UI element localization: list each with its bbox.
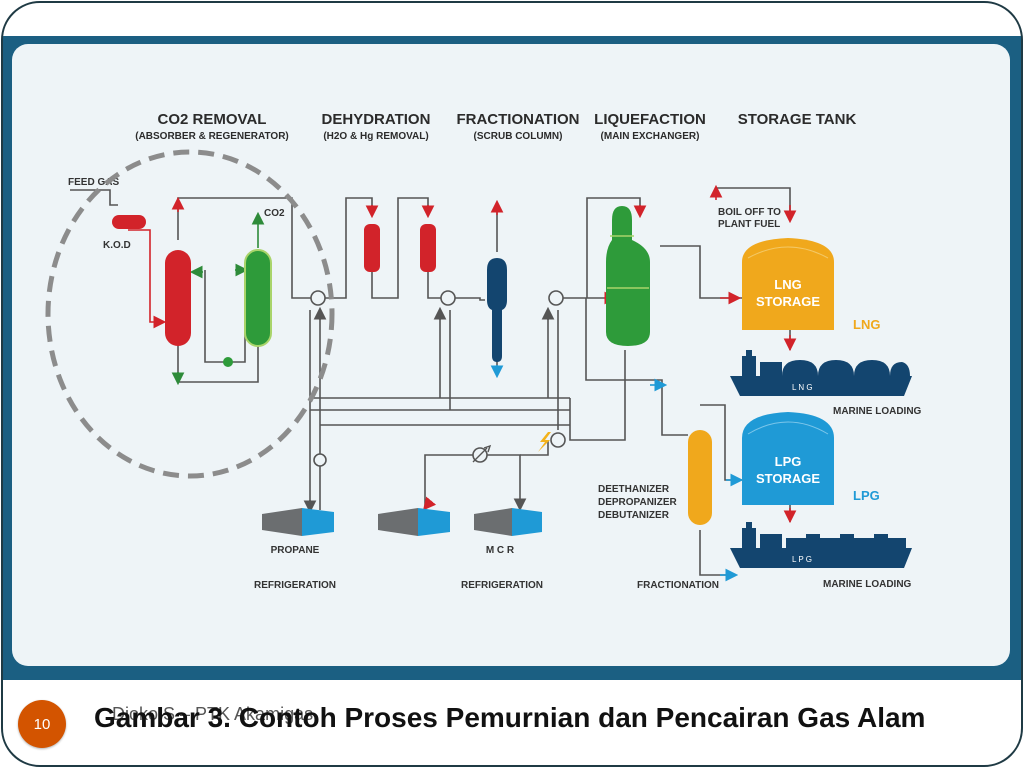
absorber-column — [165, 250, 191, 346]
deethanizer-label: DEETHANIZER — [598, 484, 670, 495]
scrub-column — [487, 258, 507, 362]
kod-vessel — [112, 215, 146, 229]
footer-author: Djoko S – PTK Akamigas — [112, 704, 314, 724]
stage-title-liquefaction: LIQUEFACTION — [594, 111, 706, 128]
propane-compressor — [262, 508, 334, 536]
main-exchanger — [606, 206, 650, 346]
refrigeration-label-1: REFRIGERATION — [254, 580, 336, 591]
marine-loading-label-1: MARINE LOADING — [833, 406, 922, 417]
stage-subtitle-dehydration: (H2O & Hg REMOVAL) — [323, 131, 428, 142]
stage-title-co2-removal: CO2 REMOVAL — [158, 111, 267, 128]
lng-storage-tank — [742, 238, 834, 330]
co2-label: CO2 — [264, 208, 285, 219]
valve-symbol — [472, 444, 492, 463]
absorber-pump — [223, 357, 233, 367]
stage-subtitle-co2-removal: (ABSORBER & REGENERATOR) — [135, 131, 289, 142]
depropanizer-label: DEPROPANIZER — [598, 497, 677, 508]
figure-caption: Gambar 3. Contoh Proses Pemurnian dan Pe… — [94, 702, 926, 733]
lng-ship-text: L N G — [792, 383, 813, 392]
lpg-product-label: LPG — [853, 488, 880, 503]
marine-loading-label-2: MARINE LOADING — [823, 579, 912, 590]
mcr-compressor-1 — [378, 508, 450, 536]
heat-exchangers — [310, 290, 566, 467]
dehydrator-2 — [420, 224, 436, 272]
feed-gas-label: FEED GAS — [68, 177, 119, 188]
stage-title-storage-tank: STORAGE TANK — [738, 111, 857, 128]
propane-label: PROPANE — [271, 545, 320, 556]
boil-off-label-2: PLANT FUEL — [718, 219, 780, 230]
mcr-compressor-2 — [474, 508, 542, 536]
stage-title-dehydration: DEHYDRATION — [322, 111, 431, 128]
stage-subtitle-liquefaction: (MAIN EXCHANGER) — [601, 131, 700, 142]
lng-storage-label-2: STORAGE — [756, 294, 820, 309]
page-number-badge: 10 — [18, 700, 66, 748]
flow-arrows — [171, 184, 797, 582]
lpg-storage-tank — [742, 412, 834, 505]
lightning-icon — [538, 432, 551, 452]
boil-off-label-1: BOIL OFF TO — [718, 207, 781, 218]
stage-title-fractionation: FRACTIONATION — [456, 111, 579, 128]
dehydrator-1 — [364, 224, 380, 272]
deethanizer-column — [688, 430, 712, 525]
lpg-ship: L P G — [730, 522, 912, 568]
refrigeration-label-2: REFRIGERATION — [461, 580, 543, 591]
highlight-circle — [45, 149, 335, 479]
stage-subtitle-fractionation: (SCRUB COLUMN) — [474, 131, 563, 142]
debutanizer-label: DEBUTANIZER — [598, 510, 670, 521]
lng-ship: L N G — [730, 350, 912, 396]
diagram-panel — [12, 44, 1010, 666]
kod-label: K.O.D — [103, 240, 131, 251]
mcr-label: M C R — [486, 545, 515, 556]
lng-storage-label-1: LNG — [774, 277, 801, 292]
lpg-storage-label-2: STORAGE — [756, 471, 820, 486]
regenerator-column — [244, 249, 272, 347]
fractionation-bottom-label: FRACTIONATION — [637, 580, 719, 591]
lng-product-label: LNG — [853, 317, 880, 332]
lpg-storage-label-1: LPG — [775, 454, 802, 469]
lpg-ship-text: L P G — [792, 555, 812, 564]
